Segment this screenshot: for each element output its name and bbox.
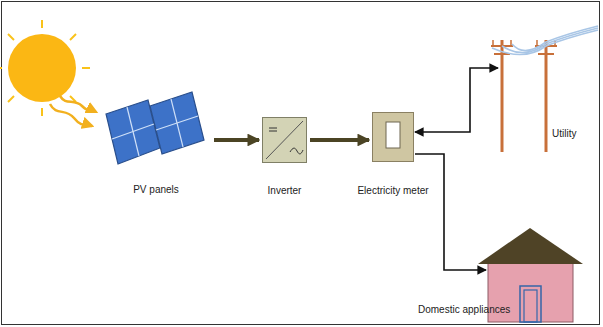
flow-arrow [415,154,486,270]
node-label: Electricity meter [357,185,428,197]
node-label: PV panels [133,184,179,196]
sunlight-arrows [50,96,96,126]
node-label: Utility [552,128,576,140]
flow-arrow [310,138,369,142]
node-label: Inverter [268,185,302,197]
pv-panels: PV panels [100,92,212,166]
electricity-meter-drawing [372,112,414,162]
inverter-box-drawing [262,117,307,163]
house: Domestic appliances [478,228,583,323]
inverter-box: Inverter [262,117,307,163]
frame [2,2,600,325]
flow-arrow [214,138,259,142]
electricity-meter: Electricity meter [372,112,414,162]
pv-panels-drawing [100,92,212,166]
flow-arrow [415,68,498,132]
utility-poles: Utility [494,36,584,154]
node-label: Domestic appliances [418,304,510,316]
